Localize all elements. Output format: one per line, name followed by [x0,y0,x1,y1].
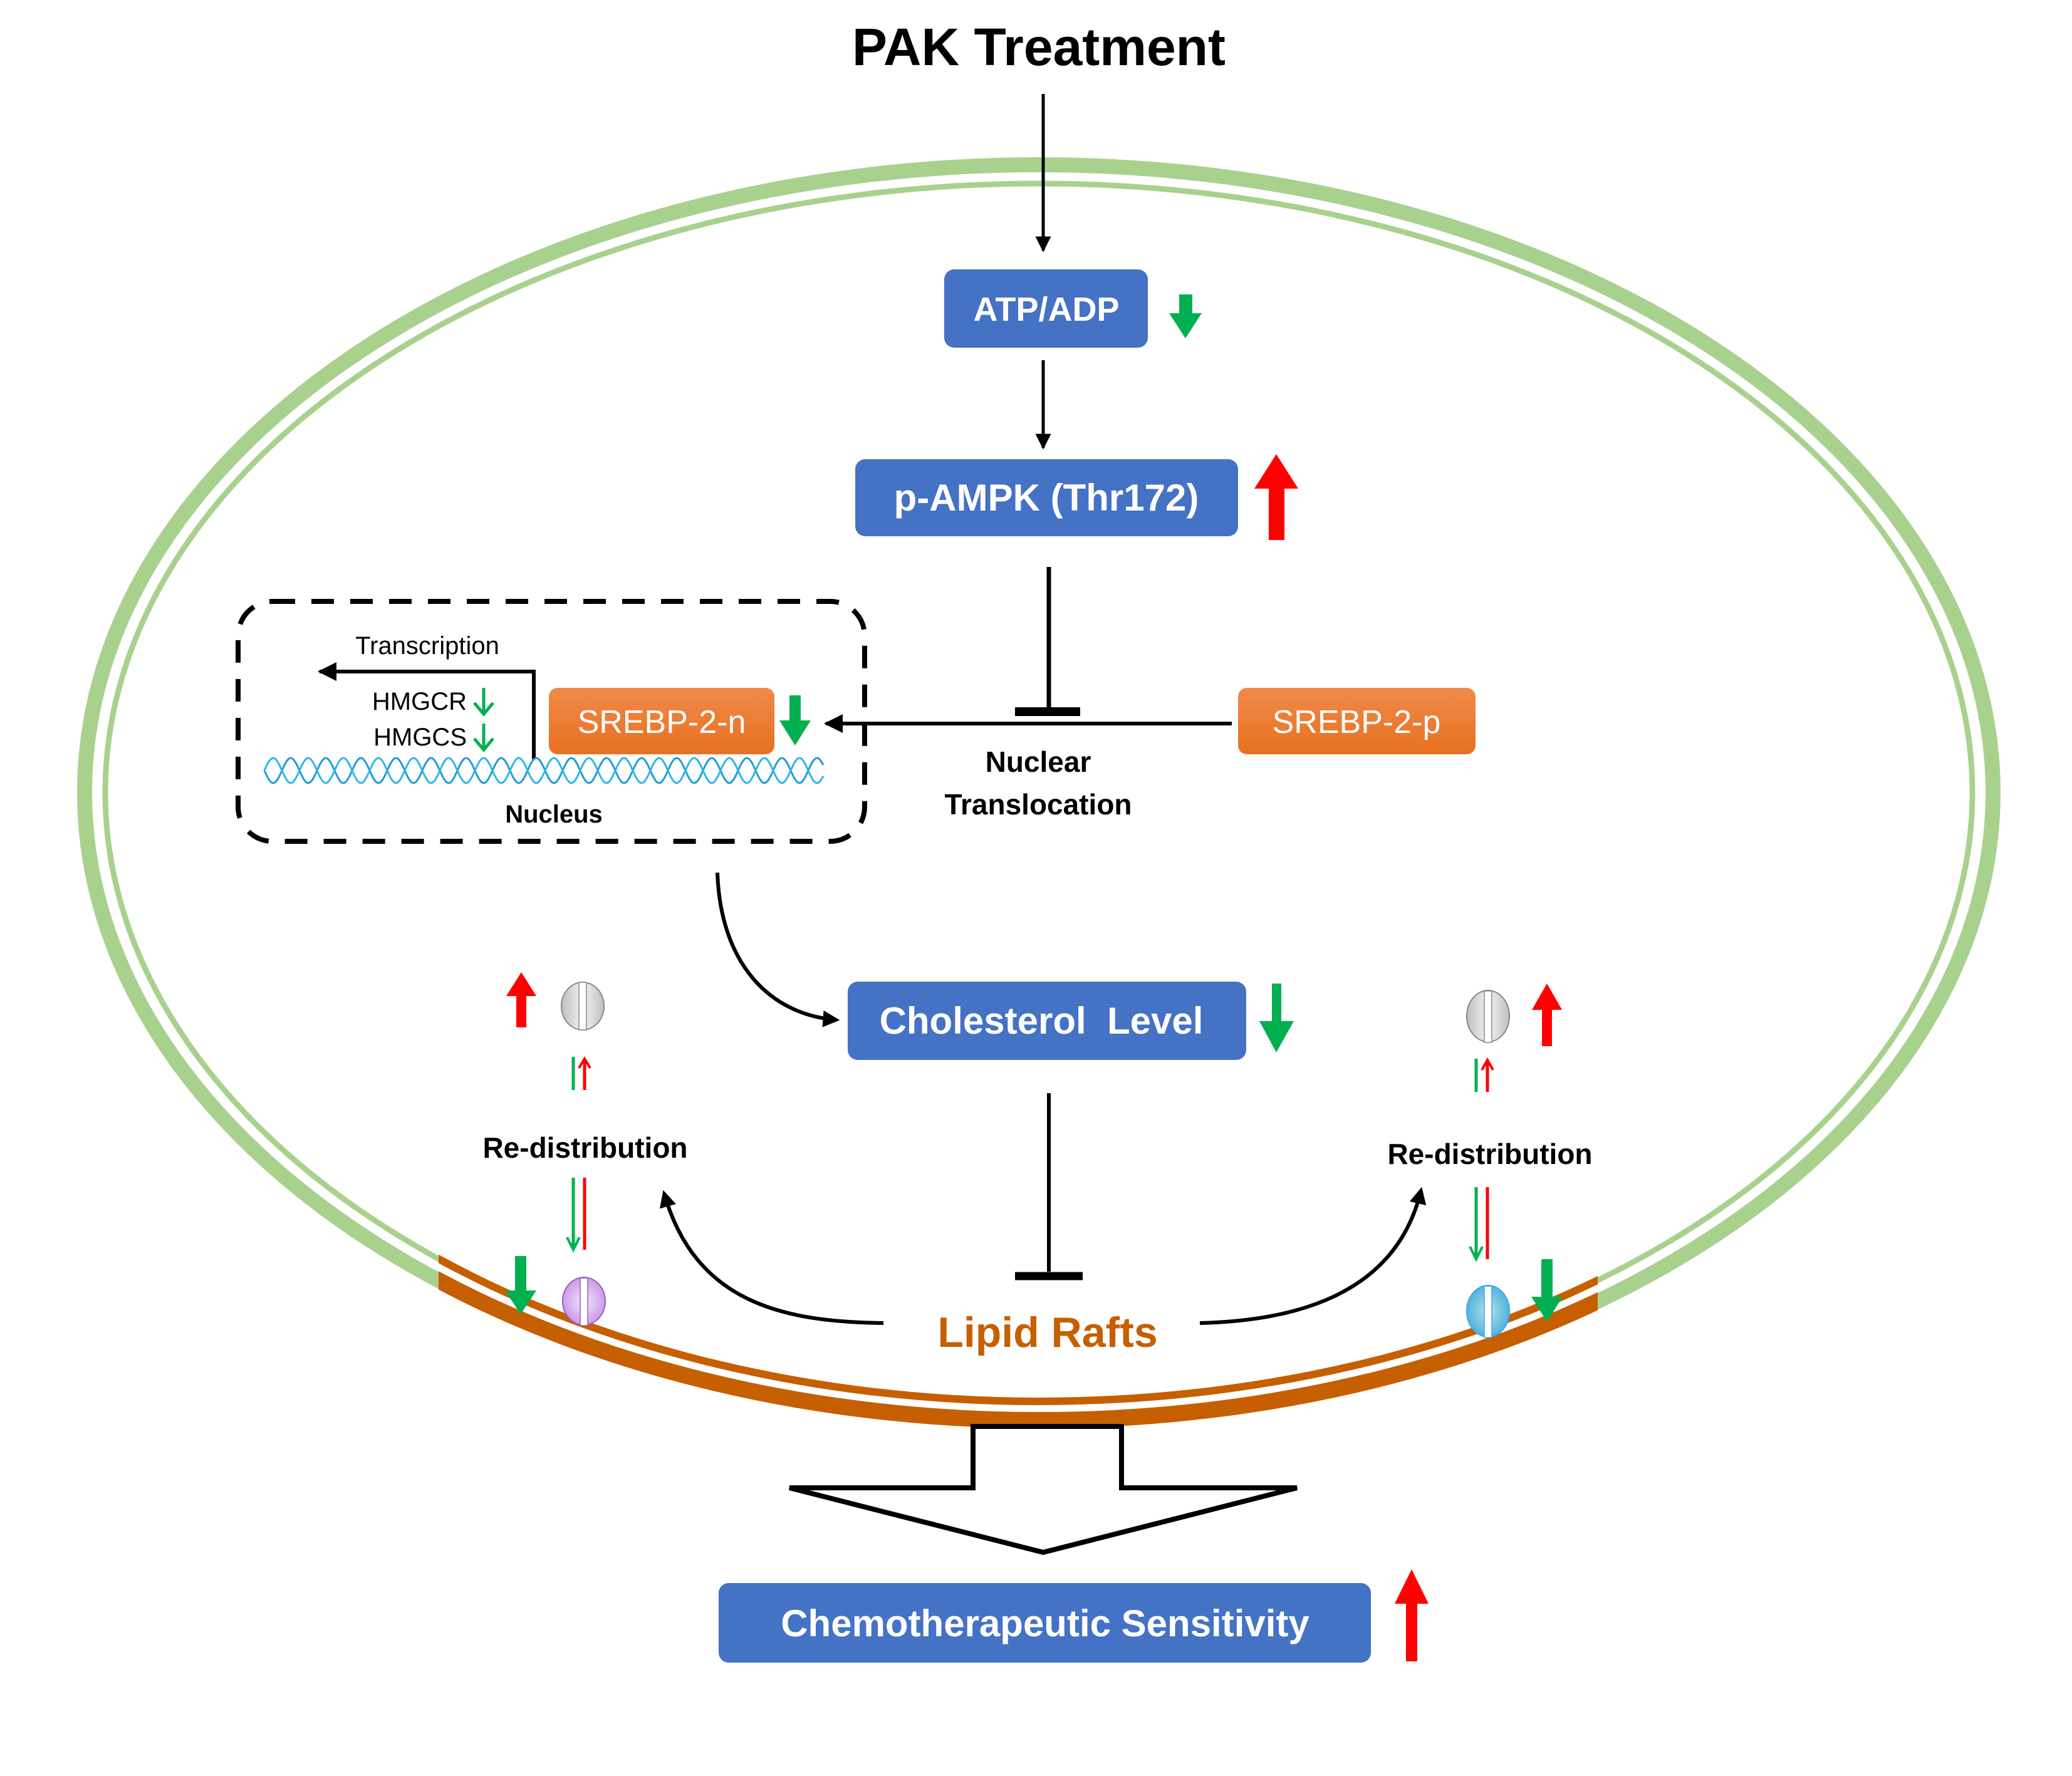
label-nuclear: Nuclear [986,745,1091,778]
gene-hmgcr: HMGCR [372,688,467,715]
dna-strand [263,757,825,784]
down-arrow-icon [779,695,811,745]
label-nucleus: Nucleus [505,801,603,828]
label-redistribution-right: Re-distribution [1387,1138,1592,1170]
label-lipid-rafts: Lipid Rafts [937,1309,1157,1356]
node-srebp-2-n: SREBP-2-n [549,688,774,754]
svg-text:ATP/ADP: ATP/ADP [973,291,1119,328]
left-membrane-channel [562,1277,606,1326]
dna-helix-icon [263,757,825,784]
left-cytoplasmic-channel [561,982,605,1031]
label-transcription: Transcription [355,632,499,660]
svg-text:SREBP-2-n: SREBP-2-n [578,704,746,740]
right-cytoplasmic-channel [1466,990,1510,1043]
label-translocation: Translocation [944,788,1132,821]
redistribution-arrows-right-top [1474,1057,1494,1092]
node-atp-adp: ATP/ADP [944,269,1148,348]
up-arrow-icon [1532,984,1562,1046]
up-arrow-icon [1254,454,1298,540]
down-arrow-icon [1169,294,1202,338]
title-pak-treatment: PAK Treatment [852,18,1226,76]
up-arrow-icon [1395,1569,1429,1661]
down-arrow-icon [473,724,494,752]
down-arrow-icon [1531,1259,1563,1322]
dna-strand [263,757,825,784]
arrow-rafts-to-right-redistribution [1199,1187,1427,1325]
node-p-ampk: p-AMPK (Thr172) [855,459,1238,536]
redistribution-arrows-left-top [571,1056,591,1090]
svg-text:Cholesterol Level: Cholesterol Level [880,1000,1204,1042]
redistribution-arrows-right-bottom [1469,1187,1489,1262]
inhibit-ampk-translocation [1015,567,1080,716]
inhibit-cholesterol-rafts [1015,1093,1083,1280]
arrow-nucleus-to-cholesterol [716,872,840,1027]
up-arrow-icon [506,972,536,1027]
svg-text:SREBP-2-p: SREBP-2-p [1273,704,1441,740]
down-arrow-icon [473,688,494,717]
transcription-arrow [318,662,536,759]
right-membrane-channel [1466,1285,1510,1338]
label-redistribution-left: Re-distribution [482,1131,687,1164]
nucleus-boundary [236,599,867,844]
svg-text:p-AMPK (Thr172): p-AMPK (Thr172) [894,477,1199,519]
node-cholesterol-level: Cholesterol Level [848,982,1246,1060]
node-srebp-2-p: SREBP-2-p [1238,688,1476,754]
gene-hmgcs: HMGCS [373,724,467,751]
arrow-rafts-to-left-redistribution [659,1190,884,1325]
lipid-raft-membrane [439,1222,1598,1428]
down-arrow-icon [505,1256,536,1314]
down-arrow-icon [1259,984,1294,1052]
redistribution-arrows-left-bottom [566,1178,586,1253]
svg-text:Chemotherapeutic Sensitivity: Chemotherapeutic Sensitivity [781,1602,1309,1644]
node-chemotherapeutic-sensitivity: Chemotherapeutic Sensitivity [719,1583,1371,1663]
block-arrow-to-chemo [789,1424,1298,1555]
